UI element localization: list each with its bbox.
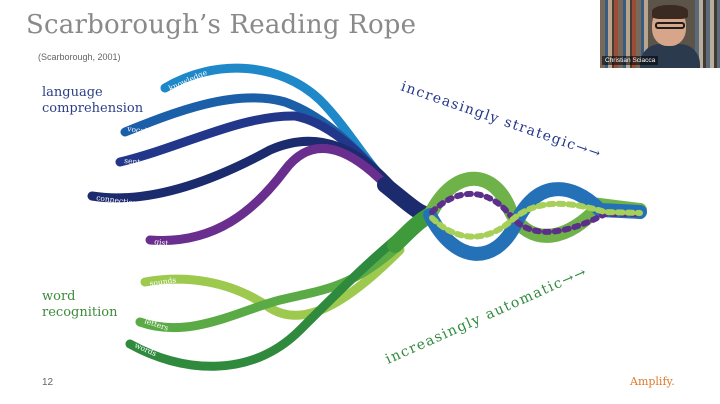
word-recognition-line-2: recognition	[42, 305, 118, 320]
word-recognition-label: word recognition	[42, 289, 117, 321]
strand-label-gist: gist	[154, 237, 169, 248]
increasingly-strategic-label: increasingly strategic→→	[399, 79, 604, 163]
participant-glasses	[655, 22, 685, 29]
increasingly-automatic-label: increasingly automatic→→	[383, 264, 590, 368]
page-number: 12	[42, 377, 54, 388]
language-comprehension-label: language comprehension	[42, 85, 143, 117]
participant-name-tag: Christian Sciacca	[602, 56, 659, 65]
braided-rope	[377, 171, 647, 261]
strand-label-vocabulary: vocabulary	[126, 124, 170, 139]
strand-label-sentences: sentences	[124, 156, 163, 169]
gist-strand	[150, 148, 395, 240]
connections-strand	[92, 141, 395, 198]
strand-label-sounds: sounds	[149, 275, 177, 288]
word-recognition-line-1: word	[42, 289, 76, 304]
video-tile[interactable]: Christian Sciacca	[600, 0, 720, 68]
citation: (Scarborough, 2001)	[38, 52, 121, 62]
bookshelf-background-right	[695, 0, 720, 68]
language-comprehension-line-1: language	[42, 85, 103, 100]
slide-title: Scarborough’s Reading Rope	[26, 10, 417, 40]
amplify-logo: Amplify.	[630, 375, 675, 388]
participant-hair	[652, 5, 688, 19]
language-comprehension-line-2: comprehension	[42, 101, 144, 116]
